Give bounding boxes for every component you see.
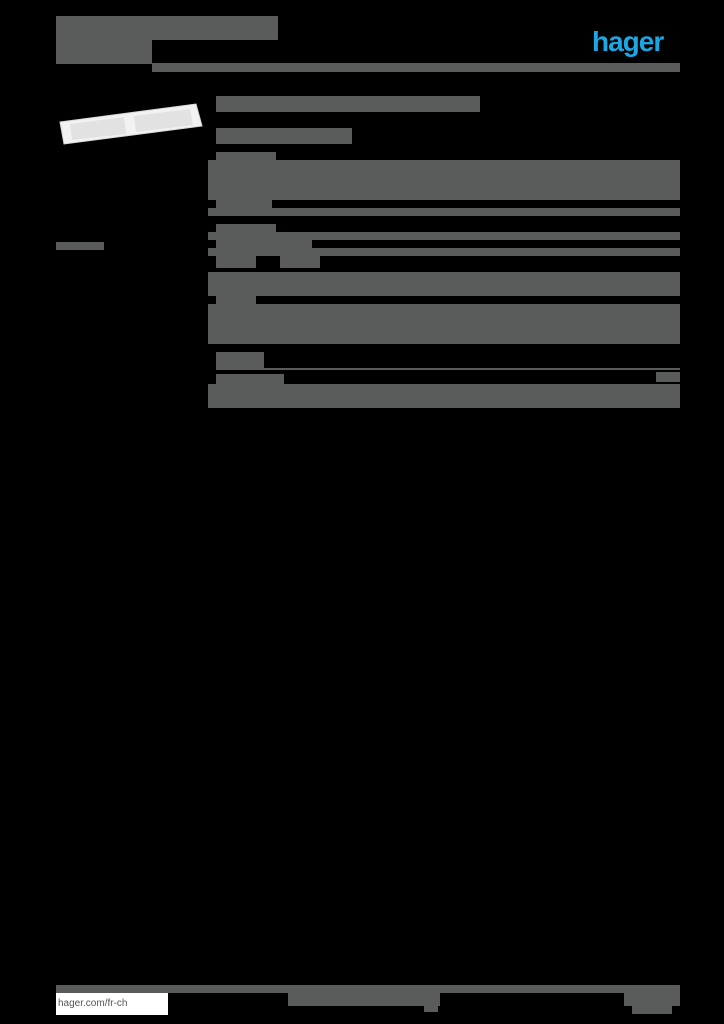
section-1-heading [216,152,276,162]
section-2-row [208,232,680,240]
section-1-row [208,208,680,216]
section-4-divider [216,368,680,370]
section-1-label [216,200,272,208]
footer-rule [56,985,680,993]
product-title [216,96,480,112]
hager-logo: hager [592,26,664,57]
section-2-row [208,248,680,256]
section-3-heading [216,296,256,304]
product-image [59,103,203,145]
footer-center-text [424,1004,438,1012]
footer-url-link[interactable]: hager.com/fr-ch [56,993,168,1015]
header-rule [152,63,680,72]
footer-right-text [624,992,680,1006]
section-2-heading [216,224,276,234]
sidebar-label [56,242,104,250]
section-2-label [280,256,320,268]
section-4-value [656,372,680,382]
section-2-label [216,256,256,268]
header-title [56,16,278,40]
product-subtitle [216,128,352,144]
footer-right-text [632,1004,672,1014]
section-2-body [208,272,680,296]
section-4-label [216,374,284,384]
footer-center-text [288,992,440,1006]
section-4-heading [216,352,264,368]
section-3-body [208,304,680,344]
header-subtitle [56,40,152,64]
section-1-body [208,160,680,200]
section-4-body [208,384,680,408]
section-2-label [216,240,312,248]
